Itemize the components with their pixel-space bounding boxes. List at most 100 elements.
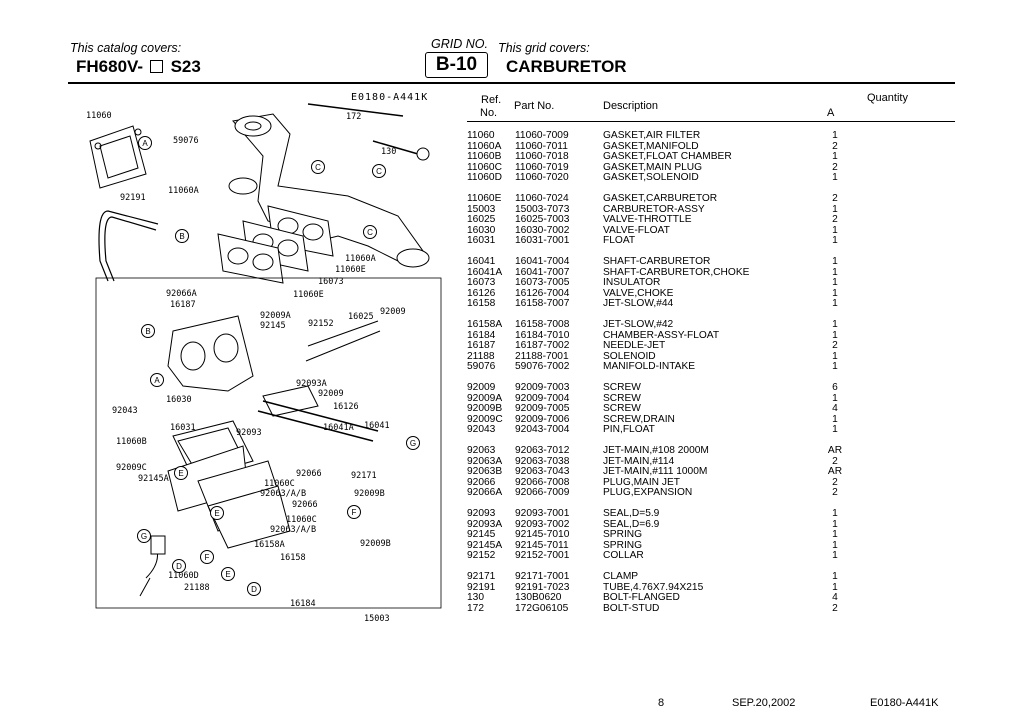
callout-b-marker: B bbox=[141, 324, 155, 338]
part-label: 92093A bbox=[296, 379, 327, 389]
part-no-cell: 92009-7003 bbox=[515, 382, 570, 393]
gasket-insulator-stack-drawing bbox=[217, 205, 334, 284]
description-cell: SPRING bbox=[603, 529, 643, 540]
part-no-header: Part No. bbox=[514, 100, 555, 112]
quantity-cell: 1 bbox=[832, 287, 838, 299]
ref-no-cell: 92191 bbox=[467, 581, 496, 593]
part-label: 15003 bbox=[364, 614, 390, 624]
description-cell: TUBE,4.76X7.94X215 bbox=[603, 581, 704, 593]
part-label: 92009C bbox=[116, 463, 147, 473]
part-no-cell: 92009-7006 bbox=[515, 413, 570, 425]
svg-text:A: A bbox=[154, 376, 160, 385]
ref-no-cell: 11060C bbox=[467, 161, 502, 173]
svg-text:B: B bbox=[145, 327, 150, 336]
quantity-cell: 2 bbox=[832, 214, 838, 225]
part-no-cell: 16041-7007 bbox=[515, 266, 570, 278]
part-no-cell: 11060-7019 bbox=[515, 161, 569, 173]
page-number: 8 bbox=[658, 697, 665, 709]
tube-drawing bbox=[98, 210, 159, 282]
description-header: Description bbox=[603, 100, 659, 112]
ref-no-cell: 92063A bbox=[467, 455, 503, 467]
ref-no-cell: 15003 bbox=[467, 203, 496, 215]
callout-d-marker: D bbox=[172, 559, 186, 573]
quantity-cell: 1 bbox=[832, 518, 838, 530]
quantity-cell: 2 bbox=[832, 140, 838, 152]
grid-number-box: B-10 bbox=[425, 52, 488, 78]
quantity-cell: 1 bbox=[832, 277, 838, 288]
ref-no-cell: 92063 bbox=[467, 445, 496, 456]
description-cell: SHAFT-CARBURETOR,CHOKE bbox=[603, 266, 750, 278]
float-chamber-drawing bbox=[139, 420, 291, 597]
part-label: 92063/A/B bbox=[260, 489, 306, 499]
part-no-cell: 11060-7024 bbox=[515, 193, 569, 204]
svg-text:C: C bbox=[376, 167, 382, 176]
part-label: 16031 bbox=[170, 423, 196, 433]
quantity-cell: 1 bbox=[832, 172, 838, 183]
part-no-cell: 92066-7009 bbox=[515, 487, 570, 498]
ref-no-cell: 21188 bbox=[467, 350, 495, 362]
air-filter-gasket-drawing bbox=[89, 125, 147, 189]
part-label: 11060E bbox=[335, 265, 366, 275]
checkbox-icon bbox=[149, 60, 163, 73]
description-cell: PLUG,MAIN JET bbox=[603, 476, 680, 488]
quantity-cell: 1 bbox=[832, 266, 838, 278]
ref-no-cell: 16041 bbox=[467, 256, 496, 267]
part-no-cell: 11060-7018 bbox=[515, 151, 569, 162]
part-label: 16041A bbox=[323, 423, 354, 433]
svg-text:B: B bbox=[179, 232, 184, 241]
ref-no-cell: 11060 bbox=[467, 130, 495, 141]
ref-no-cell: 92093 bbox=[467, 508, 496, 519]
part-no-cell: 16041-7004 bbox=[515, 256, 570, 267]
part-label: 21188 bbox=[184, 583, 210, 593]
catalog-covers-label: This catalog covers: bbox=[70, 41, 182, 55]
part-no-cell: 92066-7008 bbox=[515, 476, 570, 488]
quantity-cell: 1 bbox=[832, 571, 838, 582]
ref-no-cell: 92063B bbox=[467, 466, 503, 477]
part-label: 16187 bbox=[170, 300, 196, 310]
ref-no-cell: 16025 bbox=[467, 214, 496, 225]
part-no-cell: 92145-7010 bbox=[515, 529, 570, 540]
ref-no-cell: 11060E bbox=[467, 193, 502, 204]
part-label: 92009B bbox=[360, 539, 391, 549]
part-label: 11060 bbox=[86, 111, 112, 121]
description-cell: INSULATOR bbox=[603, 277, 661, 288]
callout-b-marker: B bbox=[175, 229, 189, 243]
part-no-cell: 16030-7002 bbox=[515, 224, 570, 236]
svg-text:D: D bbox=[176, 562, 182, 571]
description-cell: MANIFOLD-INTAKE bbox=[603, 361, 696, 372]
part-label: 92152 bbox=[308, 319, 334, 329]
quantity-cell: 1 bbox=[832, 298, 838, 309]
exploded-parts-diagram: E0180-A441K bbox=[86, 92, 442, 624]
callout-a-marker: A bbox=[150, 373, 164, 387]
footer-code: E0180-A441K bbox=[870, 697, 939, 709]
ref-no-cell: 16158 bbox=[467, 298, 496, 309]
part-label: 92191 bbox=[120, 193, 146, 203]
callout-circles: A B C C C B A G E F E G F D E D bbox=[137, 136, 420, 596]
part-label: 92009 bbox=[380, 307, 406, 317]
description-cell: COLLAR bbox=[603, 550, 644, 561]
quantity-cell: 1 bbox=[832, 413, 838, 425]
callout-e-marker: E bbox=[210, 506, 224, 520]
part-no-cell: 15003-7073 bbox=[515, 203, 570, 215]
quantity-cell: 4 bbox=[832, 592, 838, 603]
part-label: 92066 bbox=[292, 500, 318, 510]
part-label: 16030 bbox=[166, 395, 192, 405]
quantity-cell: 4 bbox=[832, 403, 838, 414]
ref-no-cell: 16041A bbox=[467, 266, 503, 278]
description-cell: GASKET,MANIFOLD bbox=[603, 140, 699, 152]
description-cell: PIN,FLOAT bbox=[603, 424, 655, 435]
quantity-cell: 1 bbox=[832, 550, 838, 561]
svg-text:D: D bbox=[251, 585, 257, 594]
description-cell: VALVE-FLOAT bbox=[603, 224, 670, 236]
ref-no-cell: 16126 bbox=[467, 287, 496, 299]
